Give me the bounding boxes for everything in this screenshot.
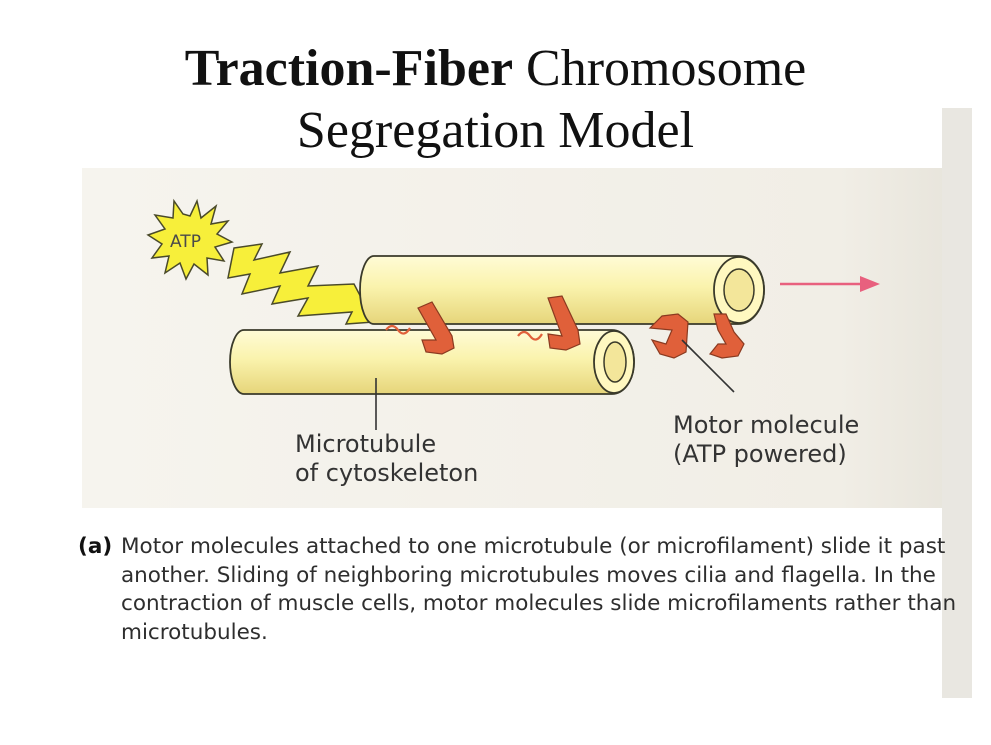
- motor-molecule: [517, 295, 581, 351]
- motion-arrow-icon: [780, 276, 880, 292]
- title-regular-part: Chromosome: [513, 40, 807, 97]
- motor-label-line-1: Motor molecule: [673, 411, 860, 439]
- microtubule-label-line-1: Microtubule: [295, 430, 437, 458]
- upper-microtubule: [359, 255, 765, 325]
- motor-molecule-label: Motor molecule (ATP powered): [673, 411, 859, 469]
- motor-leader-line: [681, 339, 735, 393]
- figure-caption: (a) Motor molecules attached to one micr…: [78, 533, 968, 647]
- title-line-2: Segregation Model: [296, 102, 695, 159]
- motor-molecule: [385, 301, 455, 355]
- motor-molecule: [708, 313, 745, 359]
- atp-burst-icon: ATP: [146, 198, 234, 281]
- title-bold-part: Traction-Fiber: [184, 40, 514, 97]
- diagram-svg: ATP: [82, 108, 972, 698]
- caption-marker: (a): [78, 534, 113, 559]
- energy-bolt-icon: [227, 243, 376, 325]
- title-line-1: Traction-Fiber Chromosome: [0, 38, 991, 100]
- lower-microtubule: [229, 329, 635, 395]
- atp-label: ATP: [170, 232, 201, 252]
- motor-molecule: [648, 313, 689, 359]
- microtubule-label: Microtubule of cytoskeleton: [295, 430, 478, 488]
- motor-molecules: [385, 295, 745, 359]
- motor-label-line-2: (ATP powered): [673, 440, 847, 468]
- slide-title: Traction-Fiber Chromosome Segregation Mo…: [0, 38, 991, 162]
- microtubule-label-line-2: of cytoskeleton: [295, 459, 479, 487]
- caption-text: Motor molecules attached to one microtub…: [121, 534, 957, 645]
- page-edge-shadow: [942, 108, 972, 698]
- figure-panel: ATP: [78, 108, 972, 698]
